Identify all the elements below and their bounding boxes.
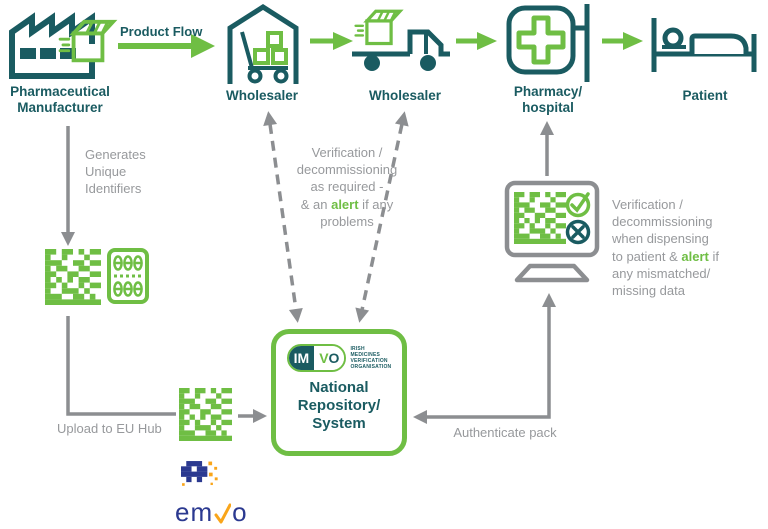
imvo-logo: IM VO IRISH MEDICINES VERIFICATION ORGAN… bbox=[286, 344, 392, 372]
emvo-check-icon bbox=[214, 503, 232, 524]
datamatrix-icon bbox=[45, 249, 101, 305]
repository-title: National Repository/ System bbox=[297, 379, 381, 432]
emvo-pixel-mark bbox=[181, 461, 218, 486]
right-note-alert: alert bbox=[681, 248, 709, 264]
upload-eu-hub-label: Upload to EU Hub bbox=[57, 421, 162, 436]
wholesaler2-label: Wholesaler bbox=[368, 88, 442, 103]
middle-verification-note: Verification / decommissioning as requir… bbox=[283, 127, 411, 230]
line-upload-elbow bbox=[66, 316, 176, 416]
check-icon bbox=[565, 192, 591, 218]
arrow-authenticate-pack bbox=[413, 293, 556, 424]
imvo-logo-o: O bbox=[328, 350, 340, 366]
package-icon bbox=[58, 18, 118, 68]
generates-identifiers-note: Generates Unique Identifiers bbox=[85, 147, 146, 197]
emvo-wordmark: em o bbox=[175, 499, 248, 525]
national-repository-box: IM VO IRISH MEDICINES VERIFICATION ORGAN… bbox=[271, 329, 407, 456]
authenticate-pack-label: Authenticate pack bbox=[453, 425, 557, 440]
emvo-logo: em o bbox=[175, 461, 248, 525]
pharmacy-cross-icon bbox=[503, 2, 595, 84]
emvo-word-em: em bbox=[175, 497, 214, 527]
middle-note-alert: alert bbox=[331, 196, 359, 212]
pharmacy-label: Pharmacy/ hospital bbox=[513, 84, 583, 115]
delivery-truck-icon bbox=[348, 8, 456, 78]
product-flow-label: Product Flow bbox=[120, 24, 203, 39]
manufacturer-label: Pharmaceutical Manufacturer bbox=[10, 84, 110, 115]
right-note-text: Verification / decommissioning when disp… bbox=[612, 197, 713, 264]
blister-pack-icon bbox=[106, 247, 150, 305]
computer-verification-icon bbox=[504, 180, 600, 292]
right-note-text: if any mismatched/ missing data bbox=[612, 248, 719, 298]
emvo-word-o: o bbox=[232, 497, 248, 527]
imvo-logo-caption: IRISH MEDICINES VERIFICATION ORGANISATIO… bbox=[350, 345, 392, 371]
imvo-logo-im: IM bbox=[288, 346, 315, 370]
right-verification-note: Verification / decommissioning when disp… bbox=[612, 179, 764, 299]
cross-icon bbox=[565, 219, 591, 245]
wholesaler1-label: Wholesaler bbox=[225, 88, 299, 103]
patient-bed-icon bbox=[648, 14, 760, 76]
warehouse-cart-icon bbox=[222, 2, 304, 86]
imvo-logo-v: V bbox=[319, 350, 329, 366]
patient-label: Patient bbox=[682, 88, 728, 103]
